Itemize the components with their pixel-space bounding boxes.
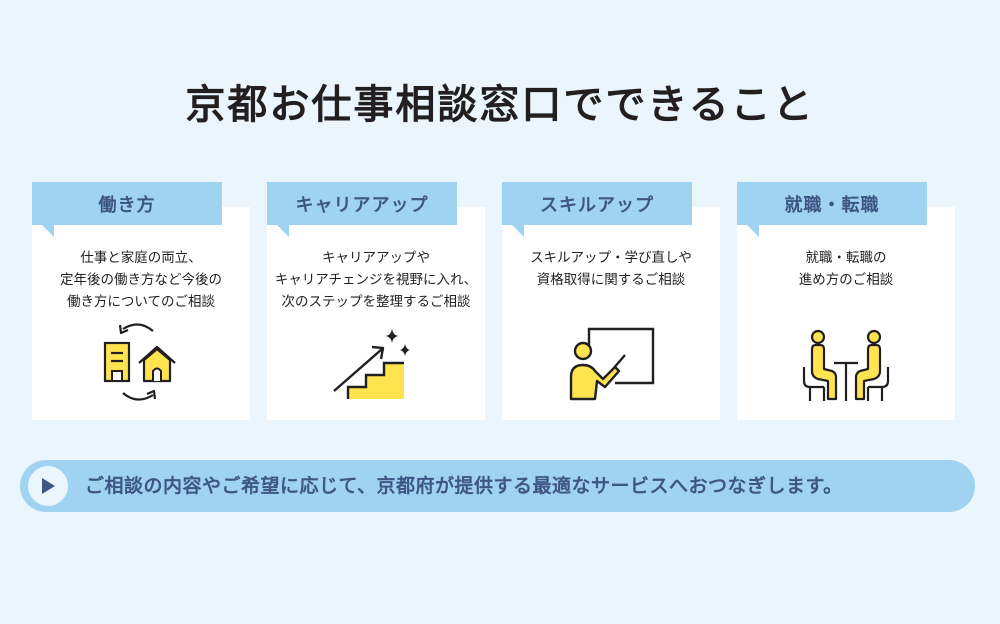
card-tab: スキルアップ — [502, 182, 692, 237]
card-tab-label: 就職・転職 — [784, 194, 880, 216]
page-title: 京都お仕事相談窓口でできること — [185, 82, 815, 128]
card-tab: 働き方 — [32, 182, 222, 237]
card-tab-label: スキルアップ — [540, 194, 654, 216]
card-description: スキルアップ・学び直しや 資格取得に関するご相談 — [530, 250, 692, 288]
card-skill-up: スキルアップ スキルアップ・学び直しや 資格取得に関するご相談 — [502, 182, 720, 420]
tab-notch — [277, 225, 289, 247]
card-description: キャリアアップや キャリアチェンジを視野に入れ、 次のステップを整理するご相談 — [274, 250, 478, 310]
banner-text: ご相談の内容やご希望に応じて、京都府が提供する最適なサービスへおつなぎします。 — [85, 475, 843, 497]
card-tab: キャリアアップ — [267, 182, 457, 237]
consultation-meeting-icon — [802, 329, 890, 401]
stairs-arrow-icon — [333, 329, 410, 399]
card-description: 就職・転職の 進め方のご相談 — [798, 250, 894, 288]
office-home-cycle-icon — [103, 323, 176, 401]
card-job-change: 就職・転職 就職・転職の 進め方のご相談 — [737, 182, 955, 420]
tab-notch — [747, 225, 759, 247]
play-button — [28, 466, 68, 506]
teacher-whiteboard-icon — [569, 327, 655, 401]
play-icon — [42, 478, 55, 494]
tab-notch — [42, 225, 54, 247]
card-description: 仕事と家庭の両立、 定年後の働き方など今後の 働き方についてのご相談 — [60, 250, 222, 310]
card-tab: 就職・転職 — [737, 182, 927, 237]
info-banner: ご相談の内容やご希望に応じて、京都府が提供する最適なサービスへおつなぎします。 — [20, 460, 975, 512]
card-work-style: 働き方 仕事と家庭の両立、 定年後の働き方など今後の 働き方についてのご相談 — [32, 182, 250, 420]
card-tab-label: キャリアアップ — [295, 194, 429, 216]
card-career-up: キャリアアップ キャリアアップや キャリアチェンジを視野に入れ、 次のステップを… — [267, 182, 485, 420]
tab-notch — [512, 225, 524, 247]
card-tab-label: 働き方 — [98, 194, 156, 216]
